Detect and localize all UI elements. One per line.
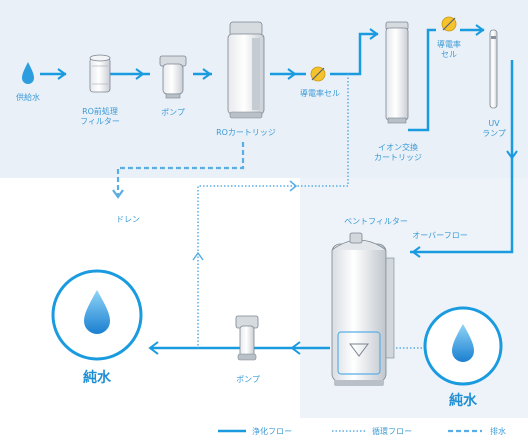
supply-water-label: 供給水 xyxy=(16,92,40,102)
legend: 浄化フロー 循環フロー 排水 xyxy=(218,426,506,436)
storage-tank xyxy=(331,232,395,386)
tank-sensor-icon xyxy=(349,343,369,357)
pure-water-left-label: 純水 xyxy=(83,369,112,386)
water-drop-icon-right xyxy=(452,324,474,362)
drain-label: ドレン xyxy=(116,215,140,224)
conductivity-cell-1-label: 導電率セル xyxy=(300,88,340,98)
conductivity-cell-1-icon xyxy=(310,66,326,82)
pure-water-right-label: 純水 xyxy=(449,392,478,409)
pump-top-label: ポンプ xyxy=(161,108,185,117)
conductivity-cell-2-icon xyxy=(441,16,457,32)
drain-line xyxy=(112,142,245,199)
supply-water-drop-icon xyxy=(22,62,34,84)
conductivity-cell-2-label: 導電率セル xyxy=(437,39,461,59)
ro-cartridge-label: ROカートリッジ xyxy=(216,128,276,137)
pump-bottom xyxy=(235,315,259,361)
ro-prefilter-label: RO前処理フィルター xyxy=(80,106,120,126)
purify-flow-arrows xyxy=(57,24,518,355)
vent-filter-label: ベントフィルター xyxy=(344,217,408,226)
water-drop-icon-left xyxy=(84,290,110,334)
pump-bottom-label: ポンプ xyxy=(236,375,260,384)
uv-lamp xyxy=(489,29,498,109)
legend-purify-flow: 浄化フロー xyxy=(252,426,292,436)
ro-prefilter xyxy=(89,54,111,93)
overflow-label: オーバーフロー xyxy=(412,231,467,240)
ion-exchange-cartridge xyxy=(385,21,409,124)
ion-exchange-label: イオン交換カートリッジ xyxy=(374,142,422,162)
ro-cartridge xyxy=(227,21,265,119)
pure-water-right xyxy=(423,306,503,386)
purify-flow-lines xyxy=(40,28,514,350)
legend-circulation-flow: 循環フロー xyxy=(372,426,412,436)
pump-top xyxy=(159,55,187,99)
pure-water-left xyxy=(51,269,143,361)
legend-drainage: 排水 xyxy=(490,426,506,436)
